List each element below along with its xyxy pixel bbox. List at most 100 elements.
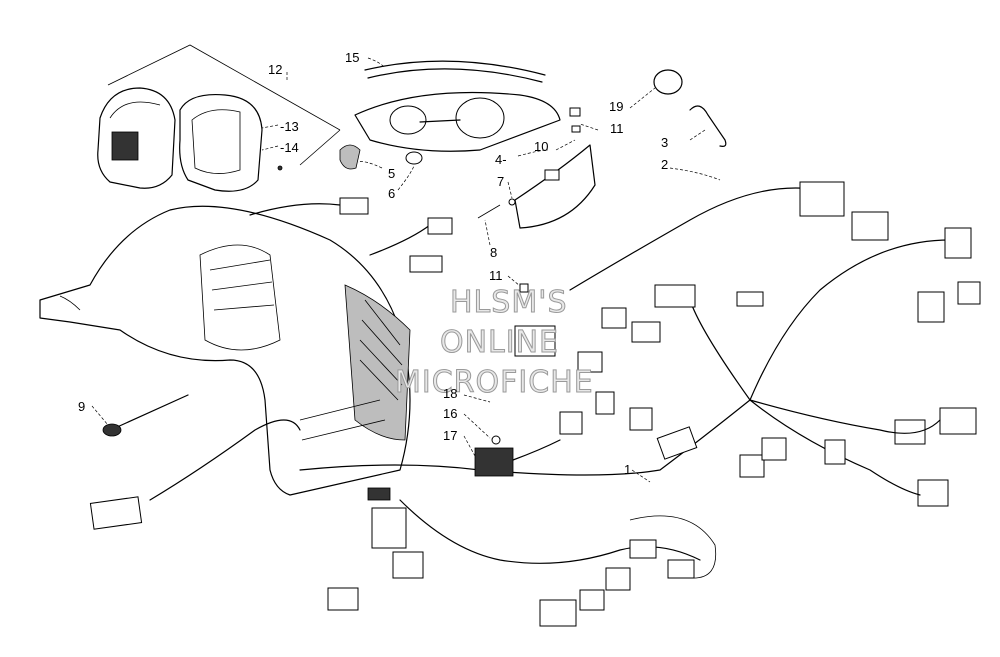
leader-2 bbox=[669, 167, 721, 181]
watermark-line3: MICROFICHE bbox=[395, 365, 594, 400]
headlight-cover-assembly bbox=[339, 60, 596, 293]
leader-6 bbox=[397, 165, 415, 191]
leader-18 bbox=[463, 394, 491, 403]
connector-right-5 bbox=[894, 419, 926, 445]
connector-right-4 bbox=[939, 407, 977, 435]
callout-12: 12 bbox=[268, 62, 282, 77]
gauge-bezel-inner bbox=[191, 109, 241, 174]
gauge-bracket-line-side bbox=[299, 129, 341, 166]
gauge-bracket-line-top bbox=[107, 44, 341, 131]
connector-small-left bbox=[595, 391, 615, 415]
leader-14 bbox=[261, 145, 279, 151]
callout-11b: 11 bbox=[489, 268, 503, 283]
connector-fuse bbox=[656, 426, 698, 460]
callout-5: 5 bbox=[388, 166, 395, 181]
watermark-line2: ONLINE bbox=[440, 325, 559, 360]
connector-right-3 bbox=[917, 291, 945, 323]
connector-cover bbox=[427, 217, 453, 235]
connector-upper-right bbox=[851, 211, 889, 241]
connector-bottom-left bbox=[327, 587, 359, 611]
callout-19: 19 bbox=[609, 99, 623, 114]
connector-bottom-center bbox=[539, 599, 577, 627]
callout-8: 8 bbox=[490, 245, 497, 260]
harness-upper-run bbox=[569, 187, 821, 291]
leader-8 bbox=[484, 219, 491, 246]
leader-1 bbox=[631, 469, 651, 483]
fairing-side-panel bbox=[344, 284, 411, 441]
callout-4: 4- bbox=[495, 152, 507, 167]
connector-plug bbox=[629, 407, 653, 431]
gauge-assembly bbox=[97, 44, 341, 192]
fastener bbox=[508, 198, 516, 206]
ring-19 bbox=[653, 69, 683, 95]
headlight-bar bbox=[419, 119, 461, 123]
leader-9 bbox=[91, 405, 109, 426]
small-clip bbox=[571, 125, 581, 133]
headlight-bulb-left bbox=[389, 105, 427, 135]
bolt-shaft bbox=[114, 394, 189, 429]
leader-5 bbox=[357, 161, 383, 169]
connector-2 bbox=[799, 181, 845, 217]
fairing-lower-ribs bbox=[299, 399, 386, 441]
harness-bottom-right-branch bbox=[749, 399, 921, 496]
callout-11a: 11 bbox=[610, 121, 624, 136]
watermark-line1: HLSM'S bbox=[450, 285, 568, 320]
resistor-strip bbox=[477, 204, 501, 219]
harness-lower-loop bbox=[629, 515, 717, 579]
bulb bbox=[405, 151, 423, 165]
clip-11 bbox=[519, 283, 529, 293]
callout-14: -14 bbox=[280, 140, 299, 155]
connector-bottom-top bbox=[367, 487, 391, 501]
callout-13: -13 bbox=[280, 119, 299, 134]
headlight-housing bbox=[354, 91, 561, 152]
harness-lower-right-branch bbox=[749, 399, 941, 434]
harness-center-branch bbox=[689, 299, 751, 401]
leader-3 bbox=[689, 129, 706, 141]
bulb-socket bbox=[339, 144, 361, 170]
connector-left bbox=[89, 496, 143, 530]
headlight-bulb-right bbox=[455, 97, 505, 139]
clip-3 bbox=[689, 105, 727, 147]
connector-small-top bbox=[736, 291, 764, 307]
connector-far-right bbox=[944, 227, 972, 259]
leader-16 bbox=[463, 413, 491, 439]
fairing-tip bbox=[39, 295, 81, 318]
callout-7: 7 bbox=[497, 174, 504, 189]
wiring-harness bbox=[89, 181, 981, 627]
connector-mid-2 bbox=[631, 321, 661, 343]
connector-mid bbox=[601, 307, 627, 329]
regulator-lead bbox=[512, 439, 561, 461]
connector-lower-2 bbox=[761, 437, 787, 461]
leader-10 bbox=[555, 139, 576, 151]
connector-lower-3 bbox=[824, 439, 846, 465]
bracket-clip bbox=[544, 169, 560, 181]
connector-loop-2 bbox=[667, 559, 695, 579]
callout-labels: 12 -13 -14 15 5 6 4- 10 7 8 11 19 11 3 2… bbox=[78, 50, 668, 477]
speedometer-dial-arc bbox=[109, 101, 161, 119]
connector-right-2 bbox=[957, 281, 981, 305]
bolt-9 bbox=[102, 394, 189, 437]
bolt-head bbox=[102, 423, 122, 437]
callout-17: 17 bbox=[443, 428, 457, 443]
callout-18: 18 bbox=[443, 386, 457, 401]
callout-6: 6 bbox=[388, 186, 395, 201]
speedometer-housing bbox=[97, 87, 176, 189]
voltage-regulator bbox=[474, 447, 514, 477]
leader-17 bbox=[463, 435, 476, 457]
trim-strip bbox=[364, 60, 546, 76]
harness-cover-lead bbox=[369, 224, 431, 256]
connector-center-top bbox=[654, 284, 696, 308]
fairing-vent-opening bbox=[199, 244, 281, 351]
harness-gauge-lead bbox=[249, 203, 341, 216]
connector-bottom-center-2 bbox=[579, 589, 605, 611]
callout-9: 9 bbox=[78, 399, 85, 414]
connector-bottom-right bbox=[605, 567, 631, 591]
front-fairing bbox=[39, 205, 411, 496]
connector-right-6 bbox=[917, 479, 949, 507]
leader-15 bbox=[367, 57, 386, 69]
leader-11b bbox=[507, 275, 521, 287]
gauge-bezel bbox=[179, 93, 263, 192]
callout-2: 2 bbox=[661, 157, 668, 172]
